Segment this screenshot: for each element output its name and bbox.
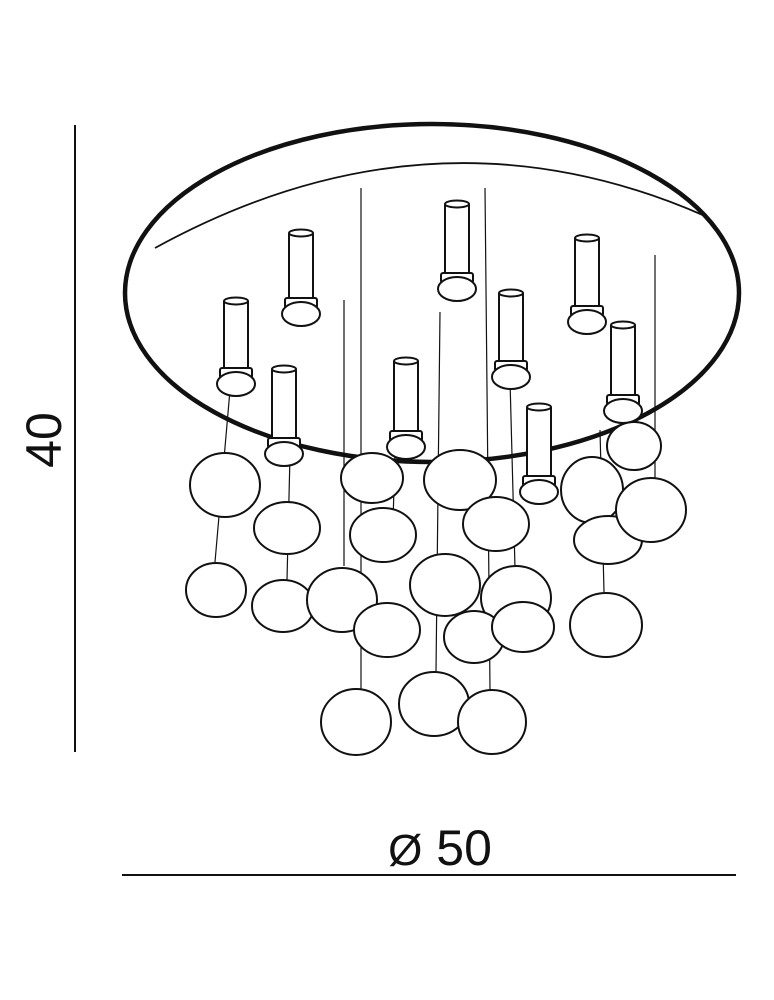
light-shade: [386, 434, 426, 460]
light-fixture: [264, 364, 304, 467]
light-shade: [281, 301, 321, 327]
light-fixture: [281, 228, 321, 327]
cylinder-top-cap: [498, 288, 524, 298]
light-shade: [603, 398, 643, 424]
light-cylinder: [574, 236, 600, 309]
glass-sphere: [340, 452, 404, 504]
diameter-dimension-label: Ø 50: [388, 823, 492, 873]
light-cylinder: [393, 359, 419, 434]
light-fixture: [567, 233, 607, 335]
cylinder-top-cap: [574, 233, 600, 243]
glass-sphere: [251, 579, 315, 633]
light-cylinder: [223, 299, 249, 371]
light-shade: [491, 364, 531, 390]
cylinder-top-cap: [288, 228, 314, 238]
glass-sphere: [457, 689, 527, 755]
glass-spheres: [185, 421, 687, 756]
diameter-value: 50: [436, 820, 492, 876]
light-cylinder: [498, 291, 524, 364]
height-dimension-label: 40: [16, 412, 72, 468]
glass-sphere: [423, 449, 497, 511]
light-cylinder: [288, 231, 314, 301]
light-shade: [264, 441, 304, 467]
cylinder-top-cap: [271, 364, 297, 374]
light-shade: [519, 479, 559, 505]
glass-sphere: [491, 601, 555, 653]
light-fixture: [491, 288, 531, 390]
cylinder-top-cap: [223, 296, 249, 306]
light-shade: [437, 276, 477, 302]
glass-sphere: [615, 477, 687, 543]
light-fixture: [519, 402, 559, 505]
glass-sphere: [253, 501, 321, 555]
glass-sphere: [320, 688, 392, 756]
light-fixture: [216, 296, 256, 397]
light-fixture: [386, 356, 426, 460]
glass-sphere: [606, 421, 662, 471]
light-shade: [567, 309, 607, 335]
light-cylinder: [271, 367, 297, 441]
light-cylinder: [526, 405, 552, 479]
glass-sphere: [560, 456, 624, 524]
diameter-symbol: Ø: [388, 826, 423, 875]
glass-sphere: [462, 496, 530, 552]
cylinder-top-cap: [444, 199, 470, 209]
cylinder-top-cap: [526, 402, 552, 412]
light-cylinder: [610, 323, 636, 398]
light-shade: [216, 371, 256, 397]
cylinder-top-cap: [393, 356, 419, 366]
glass-sphere: [189, 452, 261, 518]
height-value: 40: [16, 412, 72, 468]
glass-sphere: [185, 562, 247, 618]
glass-sphere: [349, 507, 417, 563]
canopy: [122, 121, 742, 465]
cylinder-top-cap: [610, 320, 636, 330]
glass-sphere: [569, 592, 643, 658]
light-cylinder: [444, 202, 470, 276]
glass-sphere: [353, 602, 421, 658]
glass-sphere: [409, 553, 481, 617]
light-fixture: [603, 320, 643, 424]
light-fixtures: [216, 199, 643, 505]
light-fixture: [437, 199, 477, 302]
